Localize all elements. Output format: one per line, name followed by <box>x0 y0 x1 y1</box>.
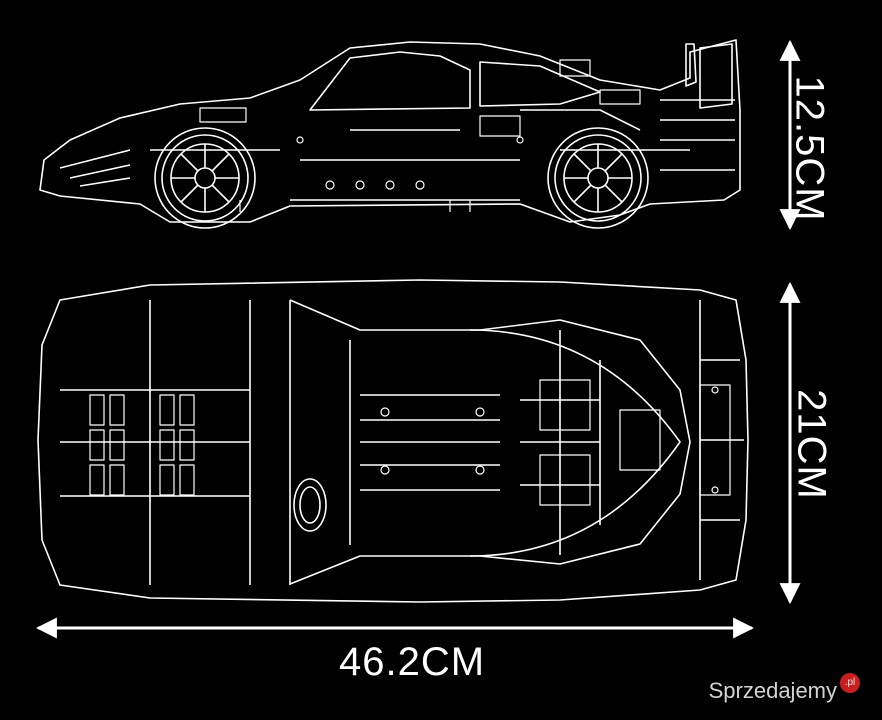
width-dimension-label: 21CM <box>789 389 834 500</box>
length-dimension-label: 46.2CM <box>338 640 486 684</box>
top-view-car <box>37 279 749 603</box>
side-view-car <box>39 39 741 229</box>
watermark-badge: .pl <box>840 673 860 693</box>
front-wheel <box>154 127 256 229</box>
watermark-logo: Sprzedajemy .pl <box>708 673 860 704</box>
height-dimension-label: 12.5CM <box>787 75 832 222</box>
rear-wheel <box>547 127 649 229</box>
watermark-text: Sprzedajemy <box>708 678 837 703</box>
